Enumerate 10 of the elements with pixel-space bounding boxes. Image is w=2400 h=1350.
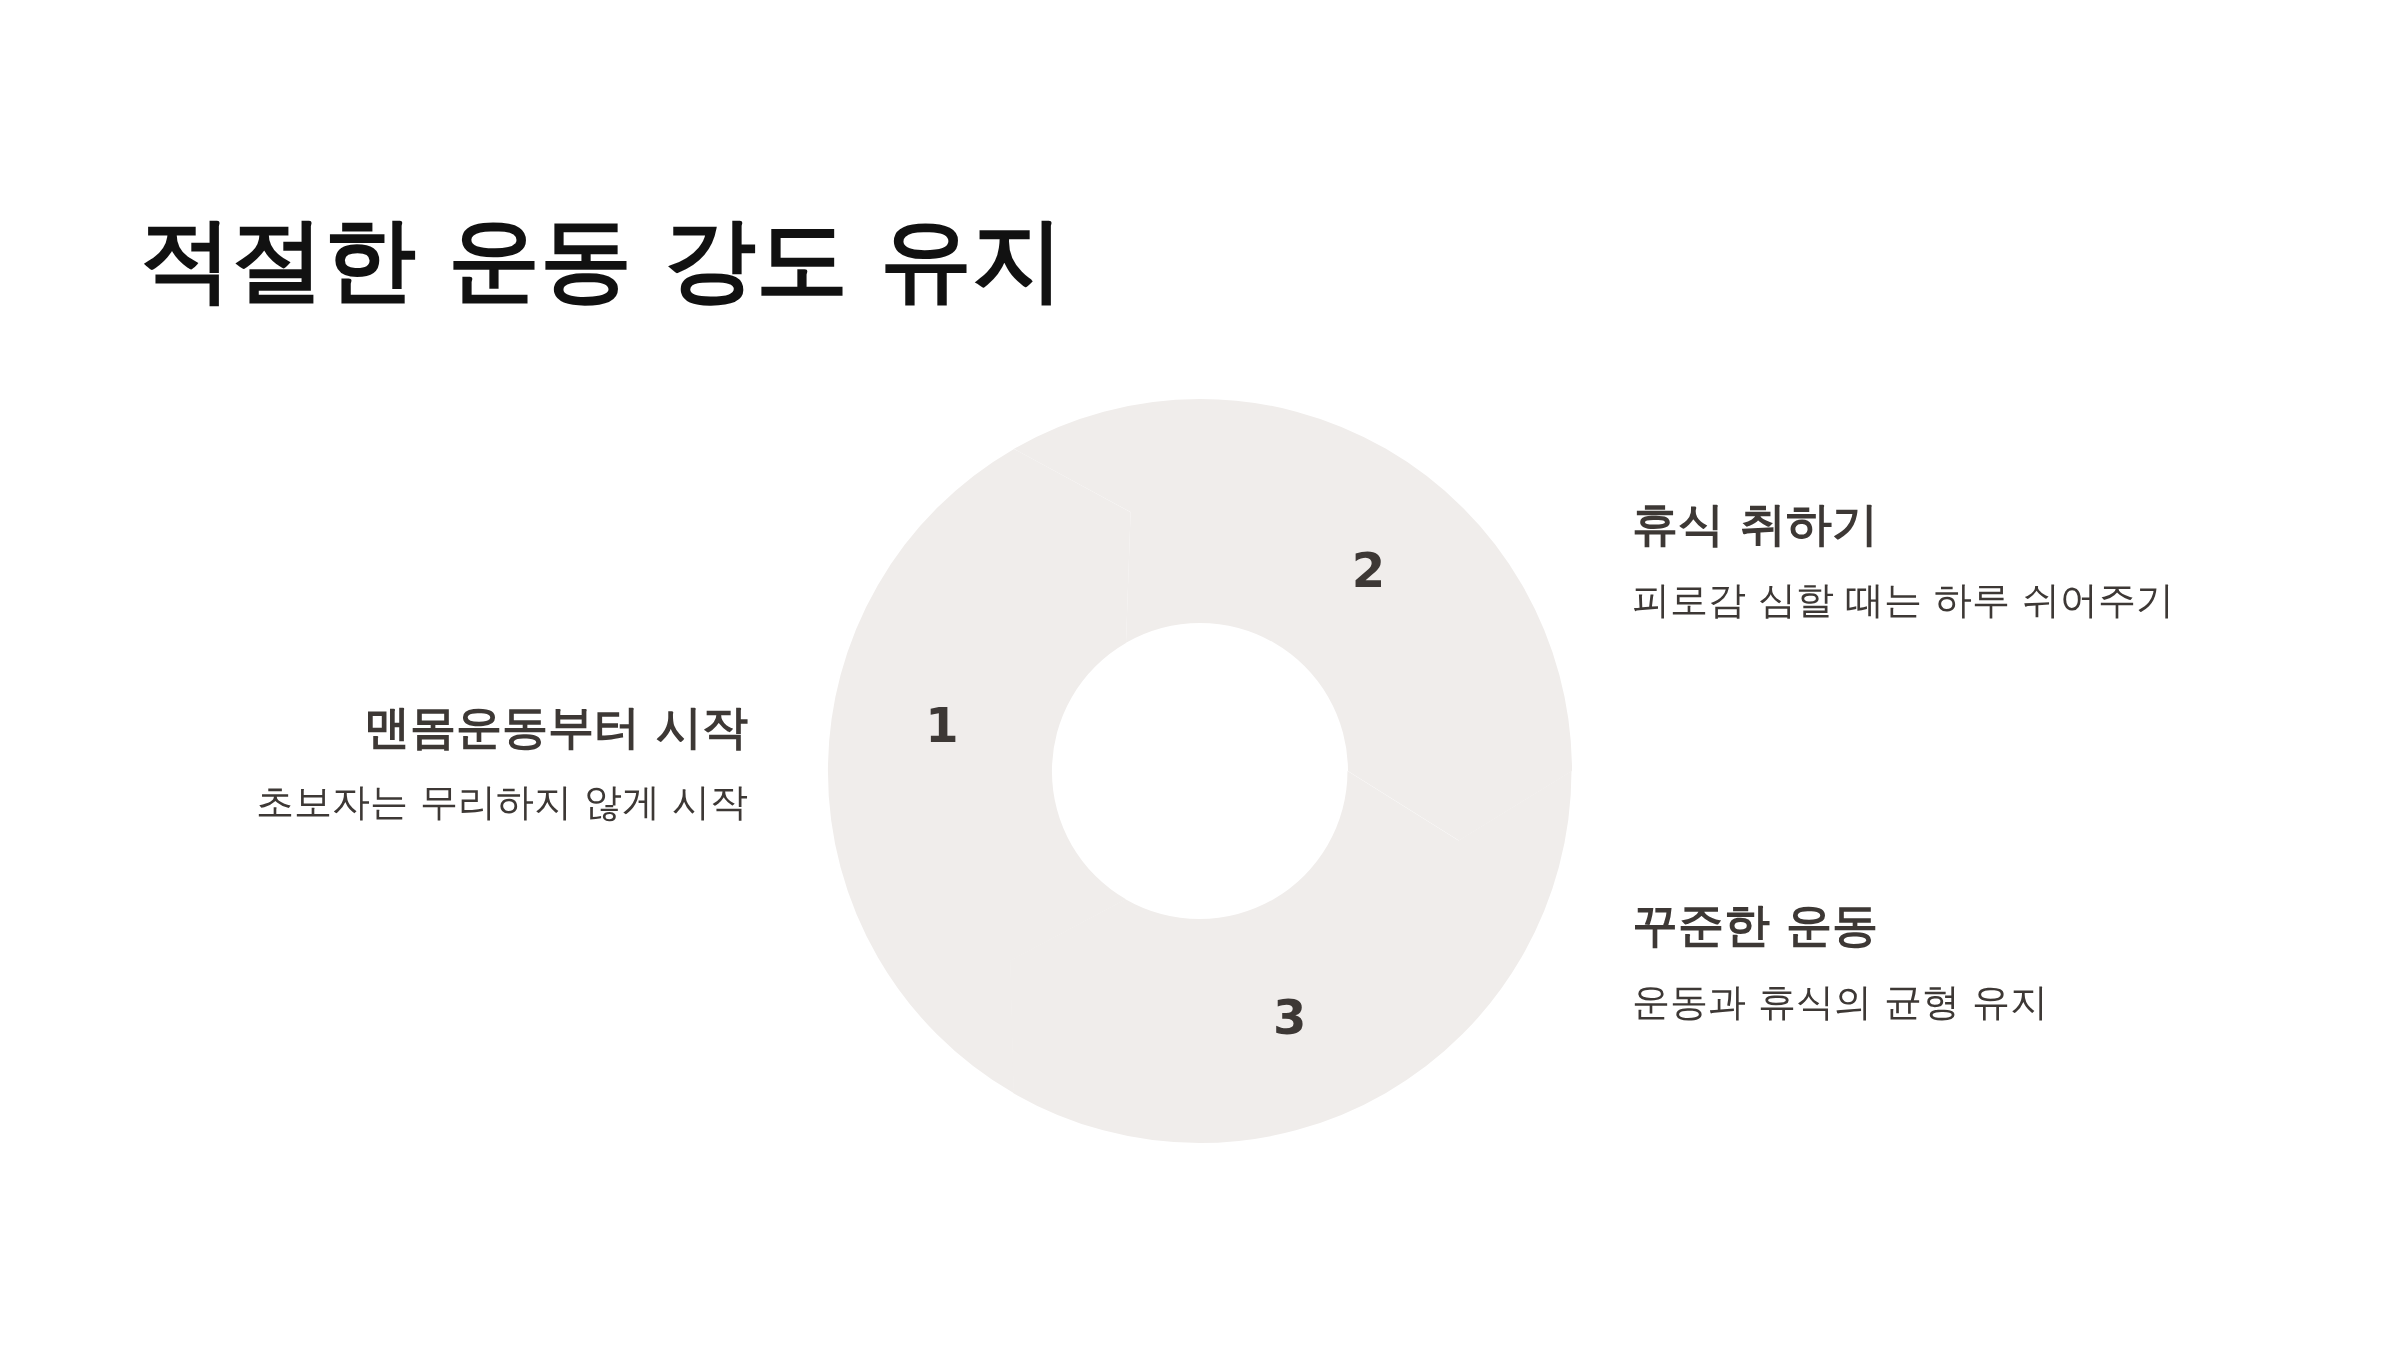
step-number: 1 <box>925 701 959 750</box>
step-heading: 맨몸운동부터 시작 <box>364 700 748 756</box>
step-heading: 꾸준한 운동 <box>1632 898 1878 954</box>
step-heading: 휴식 취하기 <box>1632 497 1878 553</box>
step-number: 3 <box>1272 993 1307 1042</box>
step-number: 2 <box>1351 546 1386 595</box>
step-description: 초보자는 무리하지 않게 시작 <box>255 780 748 826</box>
step-description: 운동과 휴식의 균형 유지 <box>1632 980 2049 1026</box>
title: 적절한 운동 강도 유지 <box>140 205 1065 315</box>
step-description: 피로감 심할 때는 하루 쉬어주기 <box>1632 578 2175 624</box>
